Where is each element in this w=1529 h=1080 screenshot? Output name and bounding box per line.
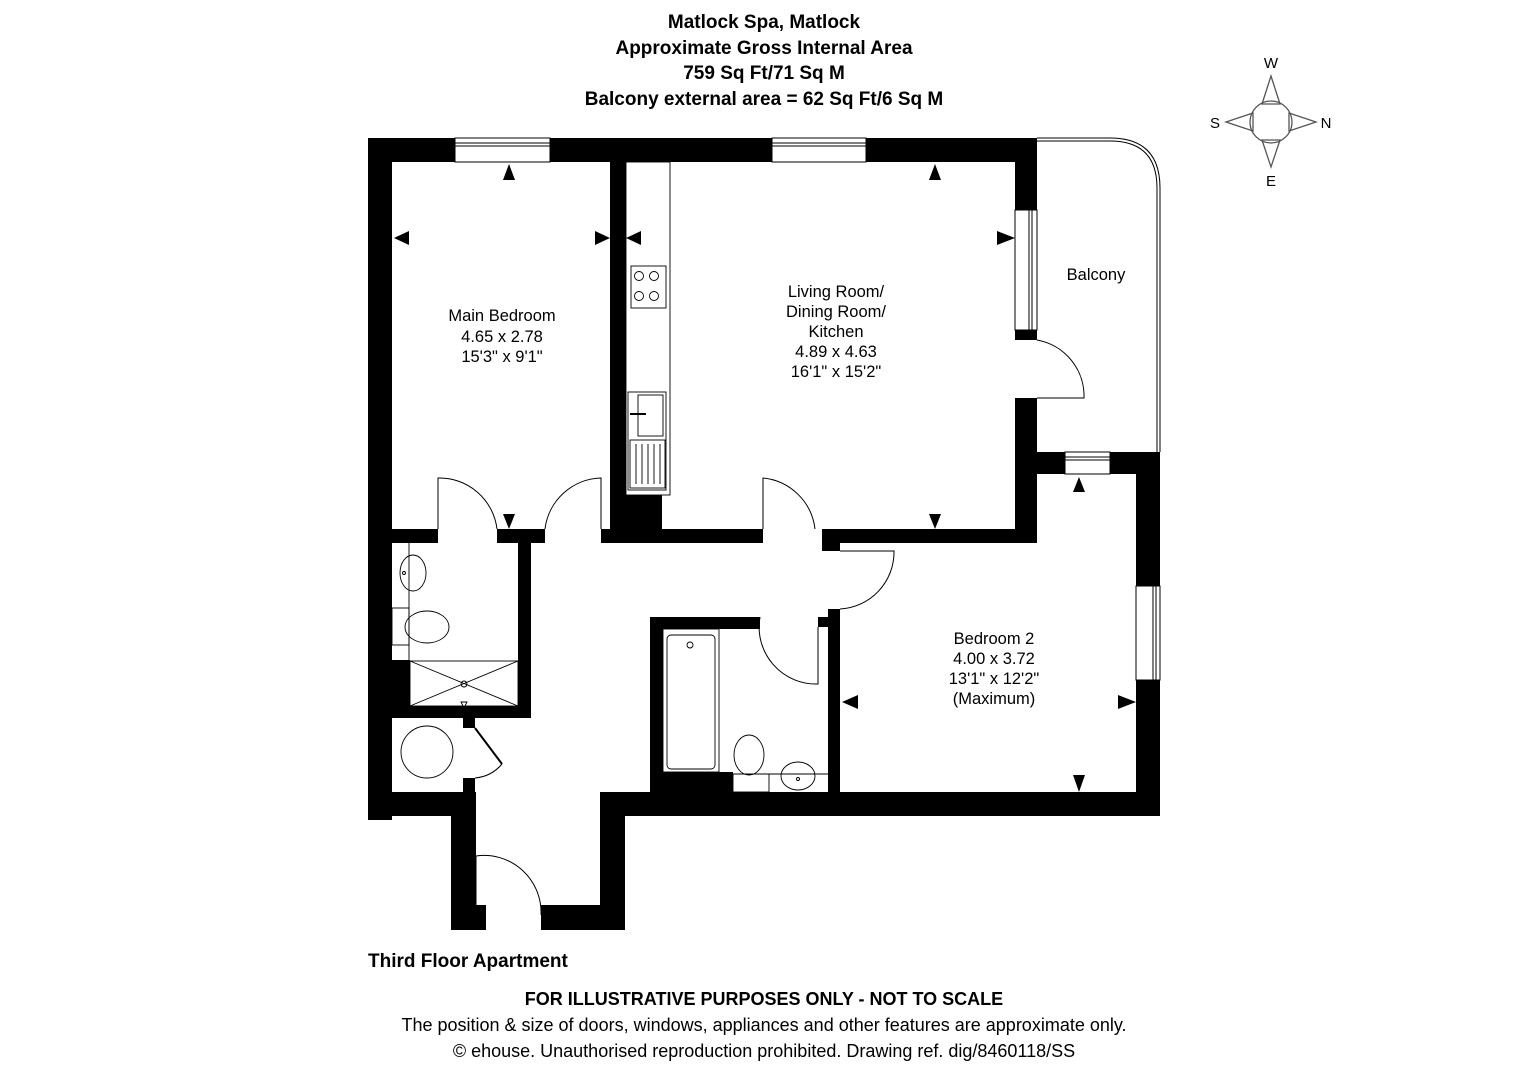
room-bedroom2: Bedroom 2 4.00 x 3.72 13'1" x 12'2" (Max…	[949, 630, 1040, 708]
bath-toilet-icon	[733, 734, 765, 776]
compass-e: E	[1266, 173, 1276, 190]
compass-icon	[1223, 73, 1319, 170]
disclaimer: FOR ILLUSTRATIVE PURPOSES ONLY - NOT TO …	[524, 989, 1004, 1009]
living-metric: 4.89 x 4.63	[795, 343, 877, 361]
ensuite-fixtures	[391, 543, 519, 779]
approximation-note: The position & size of doors, windows, a…	[401, 1015, 1127, 1035]
bedroom2-imperial: 13'1" x 12'2"	[949, 670, 1040, 688]
balcony-area: Balcony external area = 62 Sq Ft/6 Sq M	[584, 88, 944, 110]
bedroom2-note: (Maximum)	[953, 690, 1036, 708]
main-bedroom-metric: 4.65 x 2.78	[461, 328, 543, 346]
bathroom-fixtures	[662, 628, 828, 793]
living-name-3: Kitchen	[808, 323, 863, 341]
room-living: Living Room/ Dining Room/ Kitchen 4.89 x…	[786, 283, 886, 381]
basin-icon	[399, 554, 427, 592]
sink-icon	[627, 391, 667, 491]
living-imperial: 16'1" x 15'2"	[791, 363, 882, 381]
property-title: Matlock Spa, Matlock	[667, 12, 861, 33]
compass-w: W	[1264, 55, 1279, 72]
dimension-arrows	[394, 164, 1136, 792]
walls	[368, 138, 1160, 930]
shower-tray-icon	[409, 660, 519, 707]
windows	[454, 137, 1161, 681]
main-bedroom-name: Main Bedroom	[448, 307, 555, 325]
area-value: 759 Sq Ft/71 Sq M	[683, 63, 845, 84]
bedroom2-metric: 4.00 x 3.72	[953, 650, 1035, 668]
bath-basin-icon	[780, 761, 816, 791]
compass-n: N	[1321, 115, 1332, 132]
living-name-2: Dining Room/	[786, 303, 886, 321]
cylinder-icon	[400, 725, 454, 779]
room-main-bedroom: Main Bedroom 4.65 x 2.78 15'3" x 9'1"	[448, 307, 555, 366]
copyright-note: © ehouse. Unauthorised reproduction proh…	[452, 1041, 1076, 1061]
kitchen-counter	[625, 161, 671, 496]
bedroom2-name: Bedroom 2	[954, 630, 1035, 648]
main-bedroom-imperial: 15'3" x 9'1"	[461, 348, 542, 366]
hob-icon	[630, 265, 667, 309]
living-name-1: Living Room/	[788, 283, 885, 301]
room-balcony: Balcony	[1067, 266, 1126, 284]
floor-name: Third Floor Apartment	[368, 951, 568, 972]
bath-icon	[666, 634, 716, 770]
area-label: Approximate Gross Internal Area	[615, 37, 913, 59]
balcony-name: Balcony	[1067, 266, 1126, 284]
compass-s: S	[1210, 115, 1220, 132]
doors	[437, 339, 1085, 916]
toilet-icon	[404, 610, 450, 644]
balcony-outline	[1037, 137, 1161, 452]
